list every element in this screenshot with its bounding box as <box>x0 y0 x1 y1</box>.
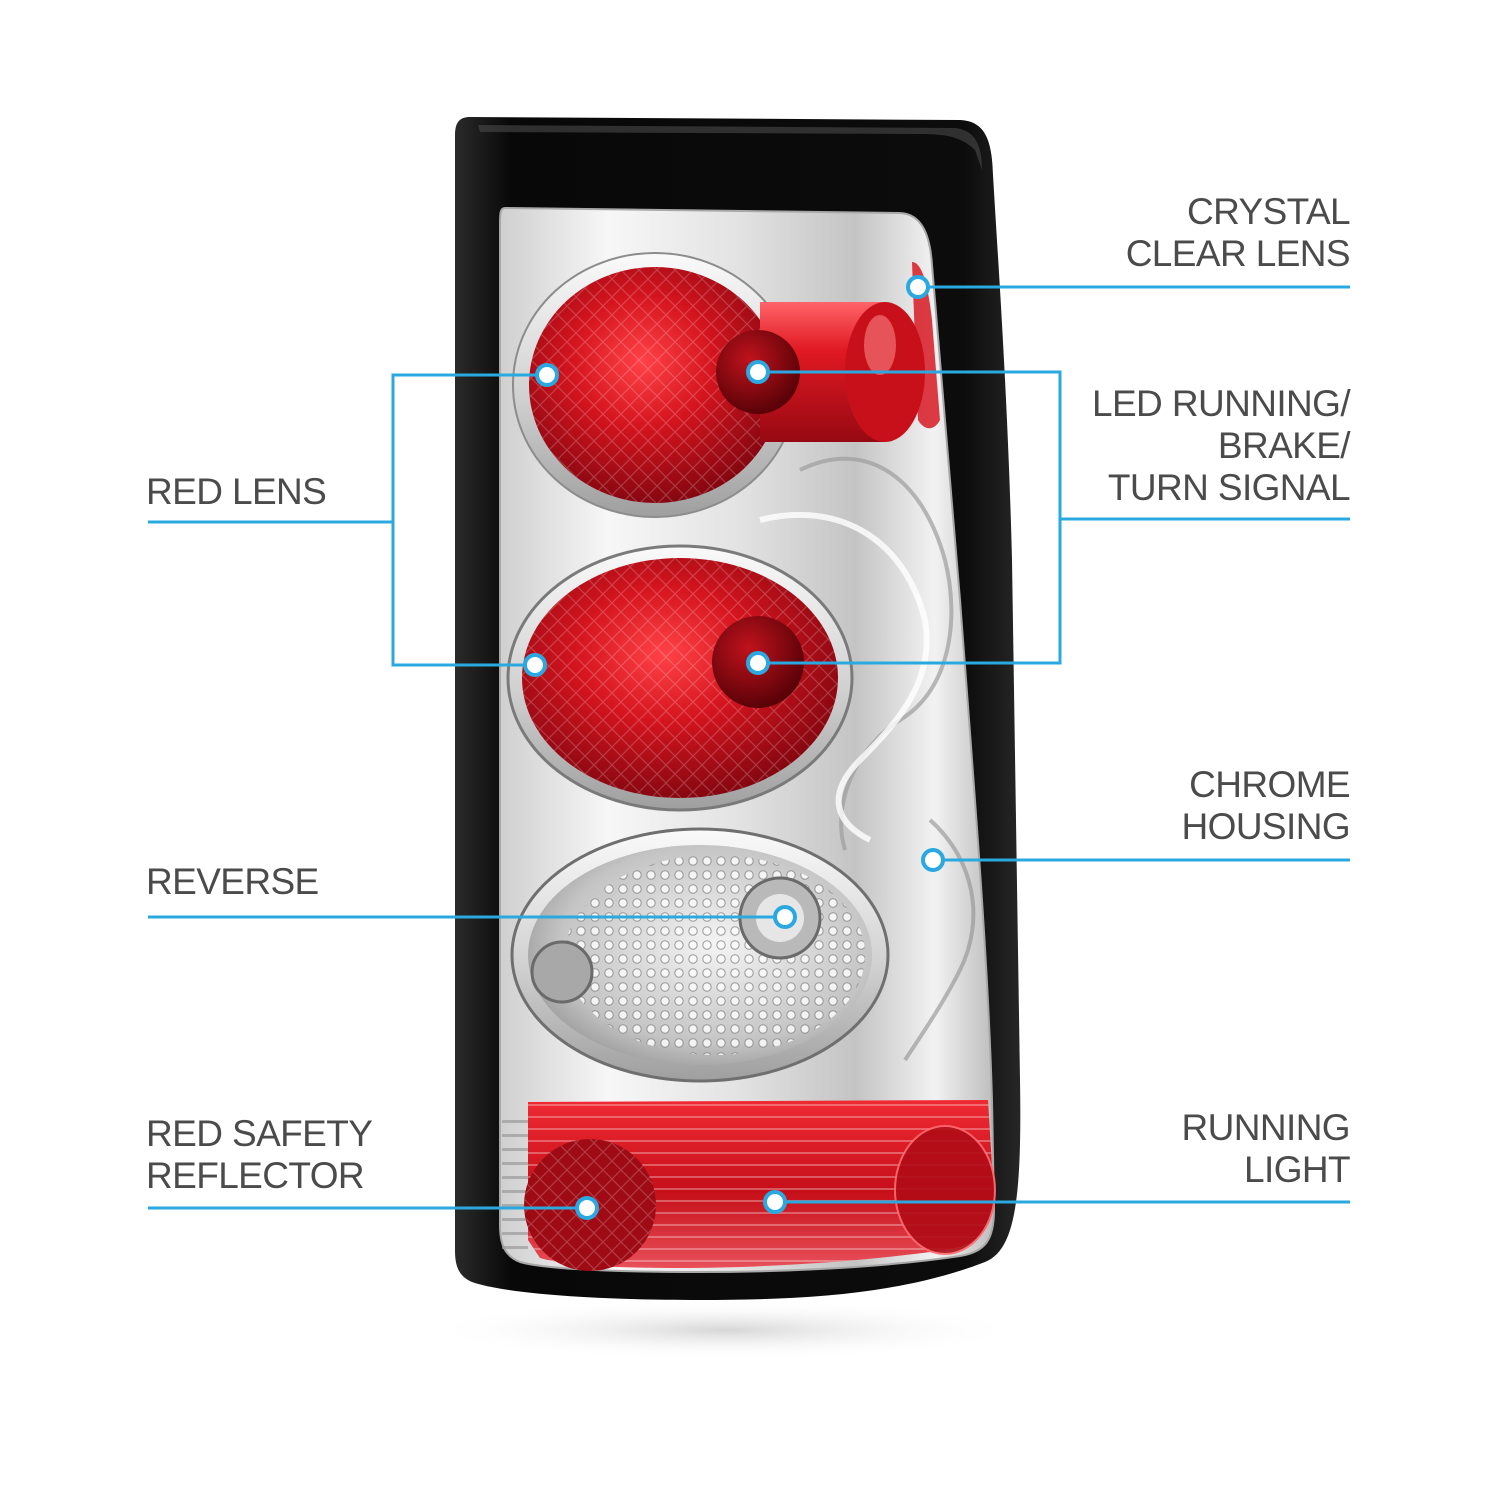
label-line: CRYSTAL <box>1186 191 1351 232</box>
label-line: CHROME <box>1189 764 1350 805</box>
reverse-lens-dot-texture <box>565 855 865 1055</box>
label-line: RED SAFETY <box>146 1113 373 1154</box>
label-line: LED RUNNING/ <box>1092 383 1351 424</box>
chrome-side-ribs <box>502 1120 528 1250</box>
callout-dots <box>523 275 945 1220</box>
callout-bracket-red-lens <box>391 373 547 667</box>
floor-reflection <box>425 1300 1025 1360</box>
label-line: TURN SIGNAL <box>1107 467 1351 508</box>
callout-dot-chrome-housing <box>921 848 945 872</box>
callout-dot-red-lens-middle <box>523 653 547 677</box>
callout-dot-red-safety-reflector <box>575 1196 599 1220</box>
housing-top-gloss <box>478 125 982 170</box>
label-line: CLEAR LENS <box>1125 233 1351 274</box>
top-red-lens-facets <box>529 267 781 503</box>
callout-dot-reverse <box>773 905 797 929</box>
reverse-secondary-socket <box>530 940 594 1004</box>
label-line: RUNNING <box>1181 1107 1351 1148</box>
callout-dot-crystal-clear-lens <box>906 275 930 299</box>
label-led-running-brake-turn: LED RUNNING/ BRAKE/ TURN SIGNAL <box>1092 383 1351 509</box>
callout-dot-led-middle <box>746 651 770 675</box>
label-chrome-housing: CHROME HOUSING <box>1181 764 1351 848</box>
label-red-safety-reflector: RED SAFETY REFLECTOR <box>146 1113 373 1197</box>
led-tube-highlight <box>864 315 896 375</box>
callout-dot-red-lens-top <box>535 363 559 387</box>
label-line: HOUSING <box>1181 806 1351 847</box>
chrome-contour-side <box>903 818 976 1062</box>
callout-lines <box>148 285 1350 1210</box>
label-line: LIGHT <box>1244 1149 1351 1190</box>
label-line: REVERSE <box>146 861 319 902</box>
chrome-contour-lower <box>759 511 930 843</box>
label-reverse: REVERSE <box>146 861 319 903</box>
label-line: RED LENS <box>146 471 327 512</box>
callout-dot-running-light <box>763 1190 787 1214</box>
label-red-lens: RED LENS <box>146 471 327 513</box>
label-crystal-clear-lens: CRYSTAL CLEAR LENS <box>1125 191 1351 275</box>
label-line: REFLECTOR <box>146 1155 365 1196</box>
label-line: BRAKE/ <box>1217 425 1351 466</box>
label-running-light: RUNNING LIGHT <box>1181 1107 1351 1191</box>
callout-dot-led-top <box>746 360 770 384</box>
running-light-lens <box>894 1125 996 1255</box>
